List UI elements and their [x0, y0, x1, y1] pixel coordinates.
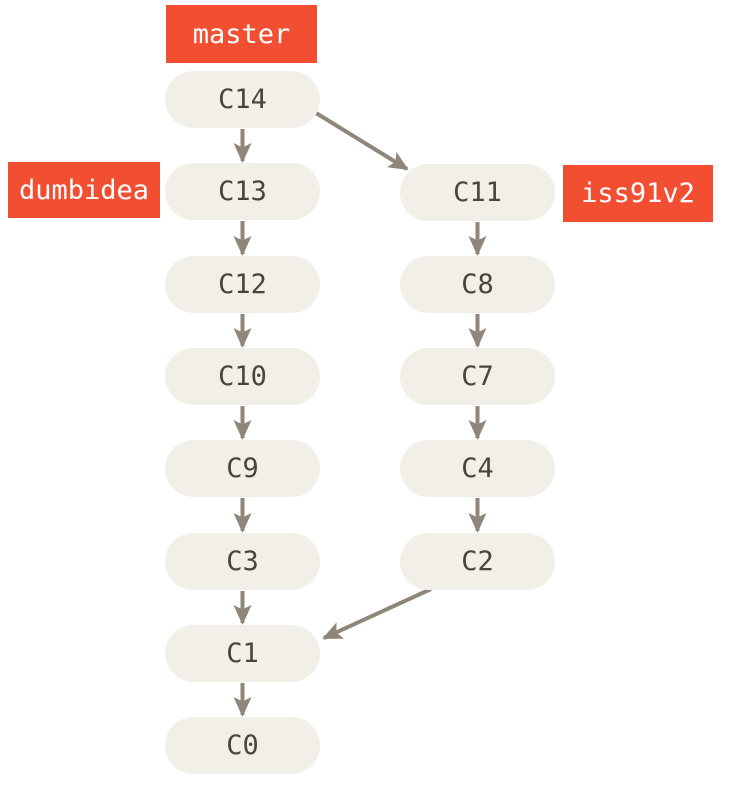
- commit-label: C9: [226, 453, 259, 484]
- commit-node-c7: C7: [400, 348, 555, 405]
- commit-label: C10: [218, 361, 267, 392]
- commit-label: C13: [218, 176, 267, 207]
- commit-label: C8: [461, 269, 494, 300]
- edge-c2-c1: [322, 587, 432, 640]
- commit-node-c3: C3: [165, 533, 320, 590]
- branch-label-dumbidea: dumbidea: [8, 162, 160, 218]
- commit-node-c1: C1: [165, 625, 320, 682]
- branch-label-master-text: master: [192, 18, 291, 50]
- branch-label-iss91v2-text: iss91v2: [581, 178, 695, 209]
- commit-node-c10: C10: [165, 348, 320, 405]
- edge-c14-c11: [314, 111, 409, 171]
- commit-node-c13: C13: [165, 163, 320, 220]
- commit-node-c2: C2: [400, 533, 555, 590]
- commit-label: C11: [453, 177, 502, 208]
- commit-label: C3: [226, 546, 259, 577]
- branch-label-master: master: [166, 5, 317, 63]
- commit-node-c9: C9: [165, 440, 320, 497]
- commit-label: C7: [461, 361, 494, 392]
- commit-node-c0: C0: [165, 717, 320, 774]
- commit-node-c8: C8: [400, 256, 555, 313]
- branch-label-iss91v2: iss91v2: [563, 165, 713, 222]
- commit-label: C12: [218, 269, 267, 300]
- commit-node-c4: C4: [400, 440, 555, 497]
- commit-label: C2: [461, 546, 494, 577]
- commit-node-c11: C11: [400, 164, 555, 221]
- commit-label: C4: [461, 453, 494, 484]
- commit-label: C1: [226, 638, 259, 669]
- commit-label: C0: [226, 730, 259, 761]
- commit-node-c12: C12: [165, 256, 320, 313]
- branch-label-dumbidea-text: dumbidea: [18, 174, 150, 206]
- commit-node-c14: C14: [165, 71, 320, 128]
- commit-label: C14: [218, 84, 267, 115]
